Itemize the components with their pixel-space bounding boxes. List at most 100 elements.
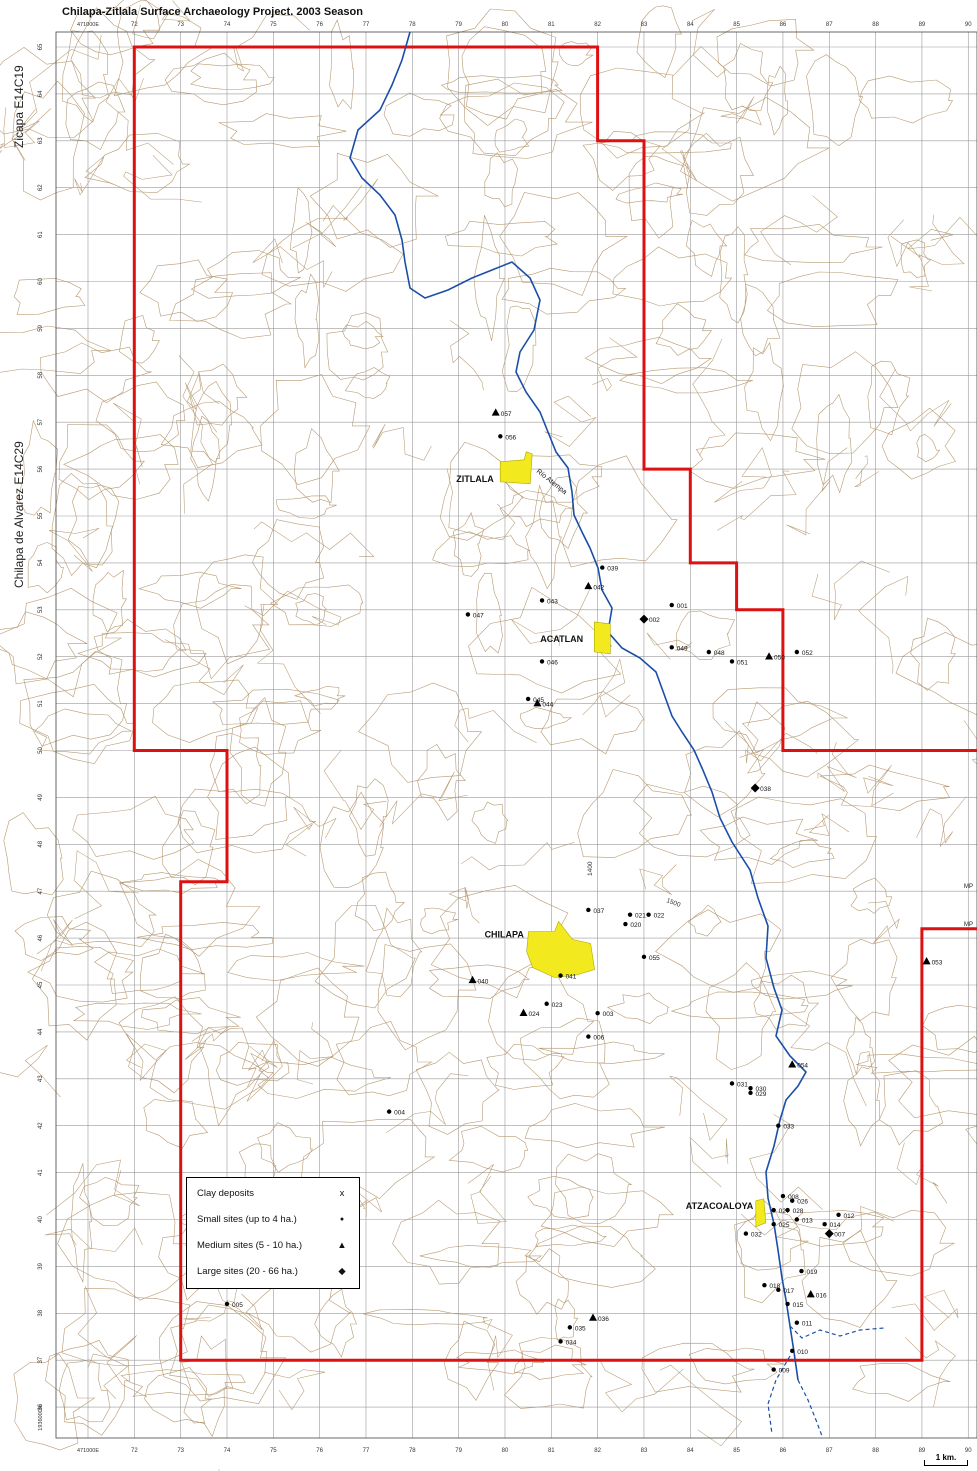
contour-line	[349, 778, 389, 857]
small-site-marker	[498, 434, 503, 439]
contour-line	[863, 765, 894, 807]
large-site-icon: ◆	[338, 1266, 346, 1277]
contour-line	[723, 42, 774, 112]
contour-line	[734, 1198, 806, 1304]
site-label-005: 005	[232, 1302, 243, 1309]
small-site-marker	[748, 1085, 753, 1091]
contour-line	[428, 964, 531, 999]
site-label-021: 021	[635, 913, 646, 920]
contour-line	[494, 118, 530, 153]
contour-line	[319, 791, 385, 889]
contour-line	[198, 1027, 257, 1127]
easting-tick-top: 88	[872, 22, 879, 28]
site-label-027: 027	[779, 1208, 790, 1215]
contour-line	[744, 341, 784, 442]
contour-line	[499, 192, 629, 296]
northing-tick: 42	[38, 1122, 44, 1129]
northing-tick: 56	[38, 465, 44, 472]
site-label-035: 035	[575, 1325, 586, 1332]
contour-line	[141, 997, 241, 1035]
contour-line	[511, 587, 591, 646]
contour-line	[633, 783, 751, 858]
legend-item-large: Large sites (20 - 66 ha.) ◆	[197, 1262, 349, 1282]
northing-origin: 1936000N	[38, 1405, 44, 1430]
easting-tick-bottom: 88	[872, 1448, 879, 1454]
contour-line	[139, 259, 234, 322]
contour-line	[843, 1051, 881, 1147]
contour-line	[488, 963, 595, 1061]
contour-line	[449, 320, 484, 391]
small-site-marker	[785, 1207, 790, 1213]
contour-line	[190, 250, 301, 299]
contour-label-1500: 1500	[665, 897, 681, 909]
edge-label: MP	[964, 884, 973, 890]
site-label-049: 049	[677, 645, 688, 652]
contour-line	[164, 639, 244, 695]
contour-line	[676, 610, 736, 661]
northing-tick: 47	[38, 887, 44, 894]
contour-line	[528, 1225, 656, 1288]
contour-line	[895, 631, 977, 716]
contour-line	[323, 750, 387, 830]
contour-line	[119, 315, 160, 364]
contour-line	[169, 1304, 268, 1397]
easting-tick-top: 85	[733, 22, 740, 28]
contour-line	[233, 13, 310, 72]
contour-line	[779, 1005, 867, 1107]
small-site-marker	[799, 1268, 804, 1274]
northing-tick: 48	[38, 840, 44, 847]
northing-tick: 53	[38, 606, 44, 613]
site-label-023: 023	[552, 1002, 563, 1009]
contour-line	[119, 872, 225, 894]
contour-line	[636, 5, 682, 78]
contour-line	[888, 1035, 977, 1119]
contour-line	[740, 1211, 894, 1236]
contour-line	[881, 407, 956, 480]
small-site-marker	[794, 649, 800, 655]
contour-line	[58, 1359, 111, 1423]
contour-line	[680, 97, 830, 202]
northing-tick: 65	[38, 43, 44, 50]
contour-line	[475, 572, 503, 654]
legend-label-clay: Clay deposits	[197, 1188, 255, 1199]
easting-tick-top: 77	[363, 22, 370, 28]
site-label-044: 044	[542, 702, 553, 709]
contour-line	[63, 434, 179, 500]
contour-line	[538, 476, 589, 550]
contour-line	[856, 1053, 977, 1074]
contour-line	[555, 1153, 633, 1224]
medium-site-marker	[765, 652, 774, 660]
contour-line	[540, 1186, 674, 1247]
contour-line	[750, 970, 853, 1000]
contour-label-1400: 1400	[587, 861, 594, 876]
contour-line	[342, 321, 384, 350]
northing-tick: 46	[38, 934, 44, 941]
small-site-marker	[729, 1081, 735, 1086]
contour-line	[61, 1287, 191, 1366]
small-site-marker	[794, 1320, 800, 1325]
town-area-acatlan	[593, 621, 611, 655]
easting-tick-top: 76	[316, 22, 323, 28]
small-site-icon: ●	[339, 1216, 345, 1223]
site-label-054: 054	[797, 1063, 808, 1070]
small-site-marker	[706, 649, 712, 655]
contour-line	[264, 1369, 326, 1411]
easting-tick-top: 90	[965, 22, 972, 28]
small-site-marker	[776, 1287, 781, 1293]
contour-line	[70, 1163, 93, 1284]
contour-line	[120, 1369, 246, 1397]
contour-line	[144, 1367, 213, 1425]
small-site-marker	[600, 565, 605, 570]
contour-line	[14, 916, 94, 961]
easting-tick-top: 73	[177, 22, 184, 28]
small-site-marker	[790, 1198, 795, 1203]
contour-line	[149, 1042, 274, 1110]
small-site-marker	[539, 659, 545, 664]
small-site-marker	[836, 1212, 841, 1218]
contour-line	[253, 521, 375, 557]
contour-line	[79, 1176, 140, 1226]
contour-line	[11, 34, 102, 161]
contour-line	[92, 569, 127, 633]
easting-tick-bottom: 89	[919, 1448, 926, 1454]
